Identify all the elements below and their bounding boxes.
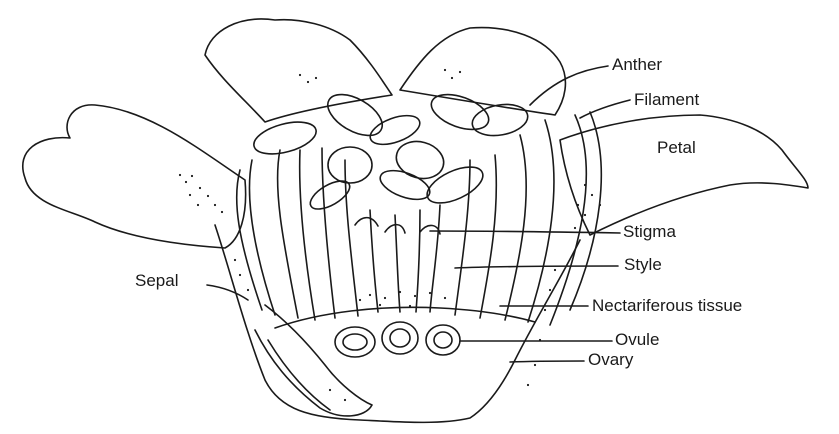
leader-filament: [580, 100, 630, 118]
leader-ovary: [510, 361, 584, 362]
anther-1: [250, 116, 319, 160]
label-ovule: Ovule: [615, 331, 659, 348]
petal-left: [23, 105, 246, 248]
leader-anther: [530, 66, 608, 105]
stigma-1: [355, 218, 378, 226]
leader-stigma: [430, 231, 620, 233]
petal-upper-left: [205, 19, 392, 122]
ovule-1: [335, 327, 375, 357]
label-ovary: Ovary: [588, 351, 633, 368]
petal-upper-right: [400, 28, 565, 115]
sepal-left: [255, 305, 372, 416]
leader-sepal: [207, 285, 248, 300]
ovule-3: [426, 325, 460, 355]
label-nectariferous-tissue: Nectariferous tissue: [592, 297, 742, 314]
label-filament: Filament: [634, 91, 699, 108]
ovule-2: [382, 322, 418, 354]
label-sepal: Sepal: [135, 272, 178, 289]
leader-style: [455, 266, 618, 268]
label-petal: Petal: [657, 139, 696, 156]
label-style: Style: [624, 256, 662, 273]
label-stigma: Stigma: [623, 223, 676, 240]
label-anther: Anther: [612, 56, 662, 73]
